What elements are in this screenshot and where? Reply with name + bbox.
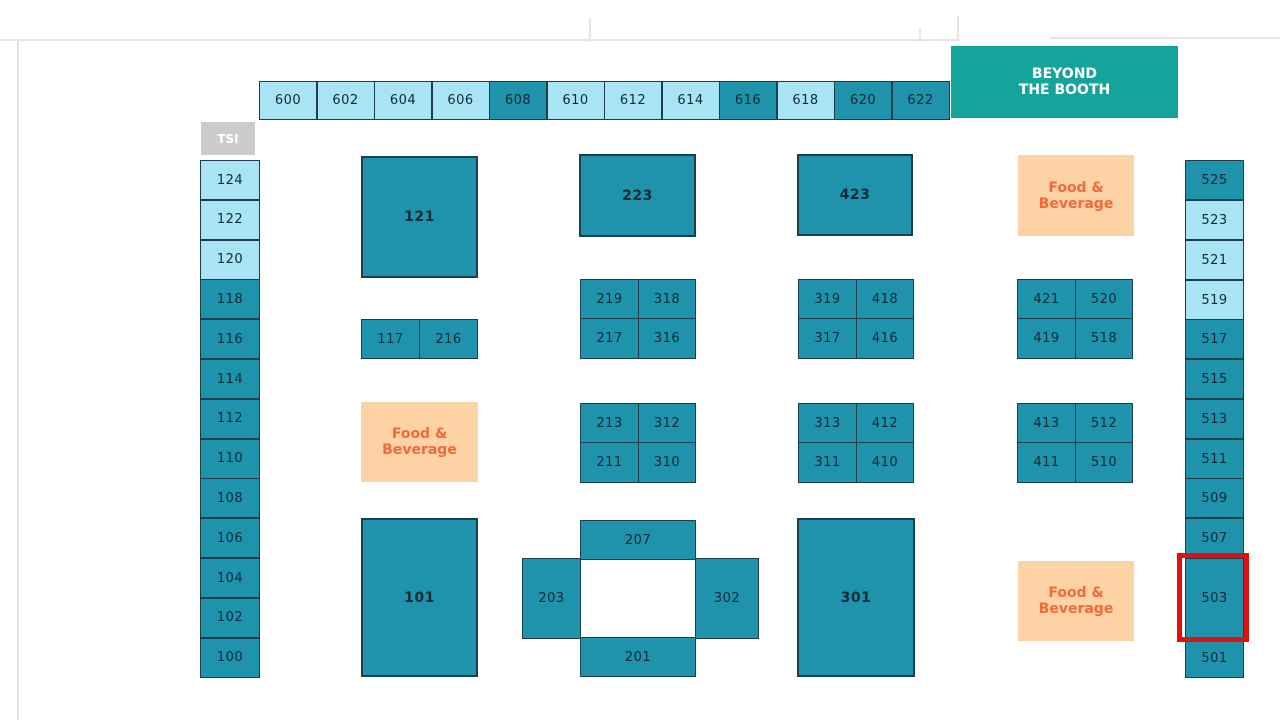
booth-602[interactable]: 602 <box>316 81 375 120</box>
booth-520[interactable]: 520 <box>1075 279 1133 319</box>
booth-120[interactable]: 120 <box>200 239 260 280</box>
booth-618[interactable]: 618 <box>776 81 835 120</box>
booth-301[interactable]: 301 <box>797 518 915 677</box>
booth-419[interactable]: 419 <box>1017 318 1076 359</box>
booth-509[interactable]: 509 <box>1185 478 1244 518</box>
booth-413[interactable]: 413 <box>1017 403 1076 443</box>
booth-223[interactable]: 223 <box>579 154 696 237</box>
booth-118[interactable]: 118 <box>200 279 260 320</box>
food-beverage-area[interactable]: Food & Beverage <box>1018 155 1134 236</box>
booth-507[interactable]: 507 <box>1185 518 1244 558</box>
booth-216[interactable]: 216 <box>419 319 478 359</box>
beyond-the-booth-sign[interactable]: BEYOND THE BOOTH <box>951 46 1178 118</box>
booth-312[interactable]: 312 <box>638 403 696 443</box>
booth-412[interactable]: 412 <box>856 403 914 443</box>
booth-421[interactable]: 421 <box>1017 279 1076 319</box>
booth-310[interactable]: 310 <box>638 442 696 483</box>
booth-600[interactable]: 600 <box>259 81 317 120</box>
booth-416[interactable]: 416 <box>856 318 914 359</box>
top-ruler <box>0 16 1280 42</box>
booth-510[interactable]: 510 <box>1075 442 1133 483</box>
booth-418[interactable]: 418 <box>856 279 914 319</box>
booth-121[interactable]: 121 <box>361 156 478 278</box>
booth-100[interactable]: 100 <box>200 637 260 678</box>
booth-512[interactable]: 512 <box>1075 403 1133 443</box>
booth-503[interactable]: 503 <box>1185 558 1244 638</box>
booth-203[interactable]: 203 <box>522 558 581 639</box>
booth-219[interactable]: 219 <box>580 279 639 319</box>
booth-112[interactable]: 112 <box>200 398 260 439</box>
food-beverage-area[interactable]: Food & Beverage <box>1018 561 1134 641</box>
booth-201[interactable]: 201 <box>580 637 696 677</box>
booth-302[interactable]: 302 <box>695 558 759 639</box>
booth-316[interactable]: 316 <box>638 318 696 359</box>
booth-610[interactable]: 610 <box>546 81 605 120</box>
booth-116[interactable]: 116 <box>200 319 260 360</box>
booth-117[interactable]: 117 <box>361 319 420 359</box>
booth-606[interactable]: 606 <box>431 81 490 120</box>
booth-519[interactable]: 519 <box>1185 280 1244 320</box>
booth-616[interactable]: 616 <box>719 81 777 120</box>
booth-411[interactable]: 411 <box>1017 442 1076 483</box>
booth-101[interactable]: 101 <box>361 518 478 677</box>
booth-311[interactable]: 311 <box>798 442 857 483</box>
booth-124[interactable]: 124 <box>200 160 260 200</box>
booth-213[interactable]: 213 <box>580 403 639 443</box>
booth-515[interactable]: 515 <box>1185 359 1244 399</box>
booth-518[interactable]: 518 <box>1075 318 1133 359</box>
booth-211[interactable]: 211 <box>580 442 639 483</box>
booth-523[interactable]: 523 <box>1185 200 1244 240</box>
booth-318[interactable]: 318 <box>638 279 696 319</box>
booth-313[interactable]: 313 <box>798 403 857 443</box>
booth-620[interactable]: 620 <box>834 81 892 120</box>
booth-114[interactable]: 114 <box>200 359 260 399</box>
booth-501[interactable]: 501 <box>1185 638 1244 678</box>
booth-104[interactable]: 104 <box>200 558 260 598</box>
booth-608[interactable]: 608 <box>489 81 547 120</box>
booth-106[interactable]: 106 <box>200 518 260 559</box>
booth-319[interactable]: 319 <box>798 279 857 319</box>
booth-612[interactable]: 612 <box>604 81 662 120</box>
booth-110[interactable]: 110 <box>200 438 260 479</box>
booth-108[interactable]: 108 <box>200 478 260 519</box>
booth-517[interactable]: 517 <box>1185 319 1244 359</box>
booth-525[interactable]: 525 <box>1185 160 1244 200</box>
booth-207[interactable]: 207 <box>580 520 696 560</box>
booth-614[interactable]: 614 <box>661 81 720 120</box>
food-beverage-area[interactable]: Food & Beverage <box>361 402 478 482</box>
tsi-area[interactable]: TSI <box>201 122 255 155</box>
booth-122[interactable]: 122 <box>200 199 260 240</box>
left-guide-line <box>17 40 19 720</box>
booth-511[interactable]: 511 <box>1185 439 1244 479</box>
booth-521[interactable]: 521 <box>1185 240 1244 280</box>
booth-604[interactable]: 604 <box>374 81 432 120</box>
booth-317[interactable]: 317 <box>798 318 857 359</box>
booth-217[interactable]: 217 <box>580 318 639 359</box>
booth-622[interactable]: 622 <box>891 81 950 120</box>
booth-410[interactable]: 410 <box>856 442 914 483</box>
booth-102[interactable]: 102 <box>200 597 260 638</box>
booth-513[interactable]: 513 <box>1185 399 1244 439</box>
booth-423[interactable]: 423 <box>797 154 913 236</box>
